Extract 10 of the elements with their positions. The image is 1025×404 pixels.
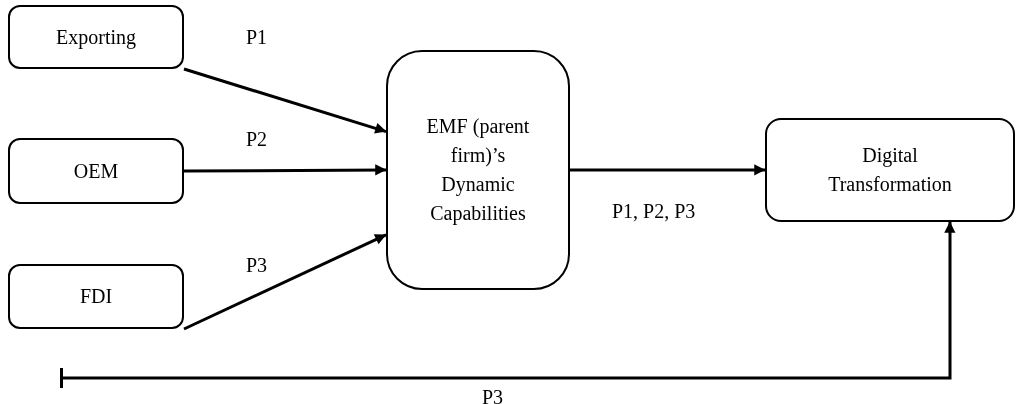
process-box: Exporting [8,5,184,69]
process-box: OEM [8,138,184,204]
process-box: FDI [8,264,184,329]
arrow [183,233,387,331]
arrow [60,221,956,388]
arrow [184,164,387,176]
arrow [183,67,387,134]
process-box: Digital Transformation [765,118,1015,222]
process-box: EMF (parent firm)’s Dynamic Capabilities [386,50,570,290]
arrow [570,164,766,176]
